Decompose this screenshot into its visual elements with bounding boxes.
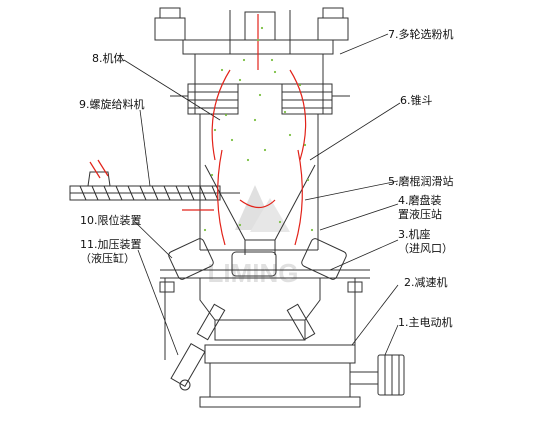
label-frame-1: 3.机座 (398, 228, 431, 241)
separator-top (154, 7, 349, 85)
airflow-arrows (89, 14, 307, 246)
label-motor: 1.主电动机 (398, 316, 453, 329)
label-limit-device: 10.限位装置 (80, 214, 142, 227)
label-press-device-1: 11.加压装置 (80, 238, 142, 251)
label-multi-separator: 7.多轮选粉机 (388, 28, 454, 41)
label-body: 8.机体 (92, 52, 125, 65)
label-roller-lube: 5.磨棍润滑站 (388, 175, 454, 188)
label-disc-hydraulic-2: 置液压站 (398, 208, 442, 221)
label-frame-2: （进风口） (398, 242, 453, 255)
watermark-logo: LIMING (208, 185, 299, 288)
hydraulic-cylinders (170, 303, 316, 391)
grinding-rollers (168, 238, 347, 280)
label-reducer: 2.减速机 (404, 276, 448, 289)
label-press-device-2: （液压缸） (80, 252, 135, 265)
reducer (199, 344, 361, 408)
watermark-text: LIMING (208, 258, 299, 288)
leader-lines (123, 33, 401, 356)
main-motor (350, 354, 405, 396)
mill-body (194, 84, 324, 251)
rotor-cages (170, 83, 350, 115)
label-screw-feeder: 9.螺旋给料机 (79, 98, 145, 111)
label-disc-hydraulic-1: 4.磨盘装 (398, 194, 442, 207)
label-cone-hopper: 6.锥斗 (400, 94, 433, 107)
screw-feeder (69, 171, 240, 201)
powder-particles (203, 26, 314, 232)
